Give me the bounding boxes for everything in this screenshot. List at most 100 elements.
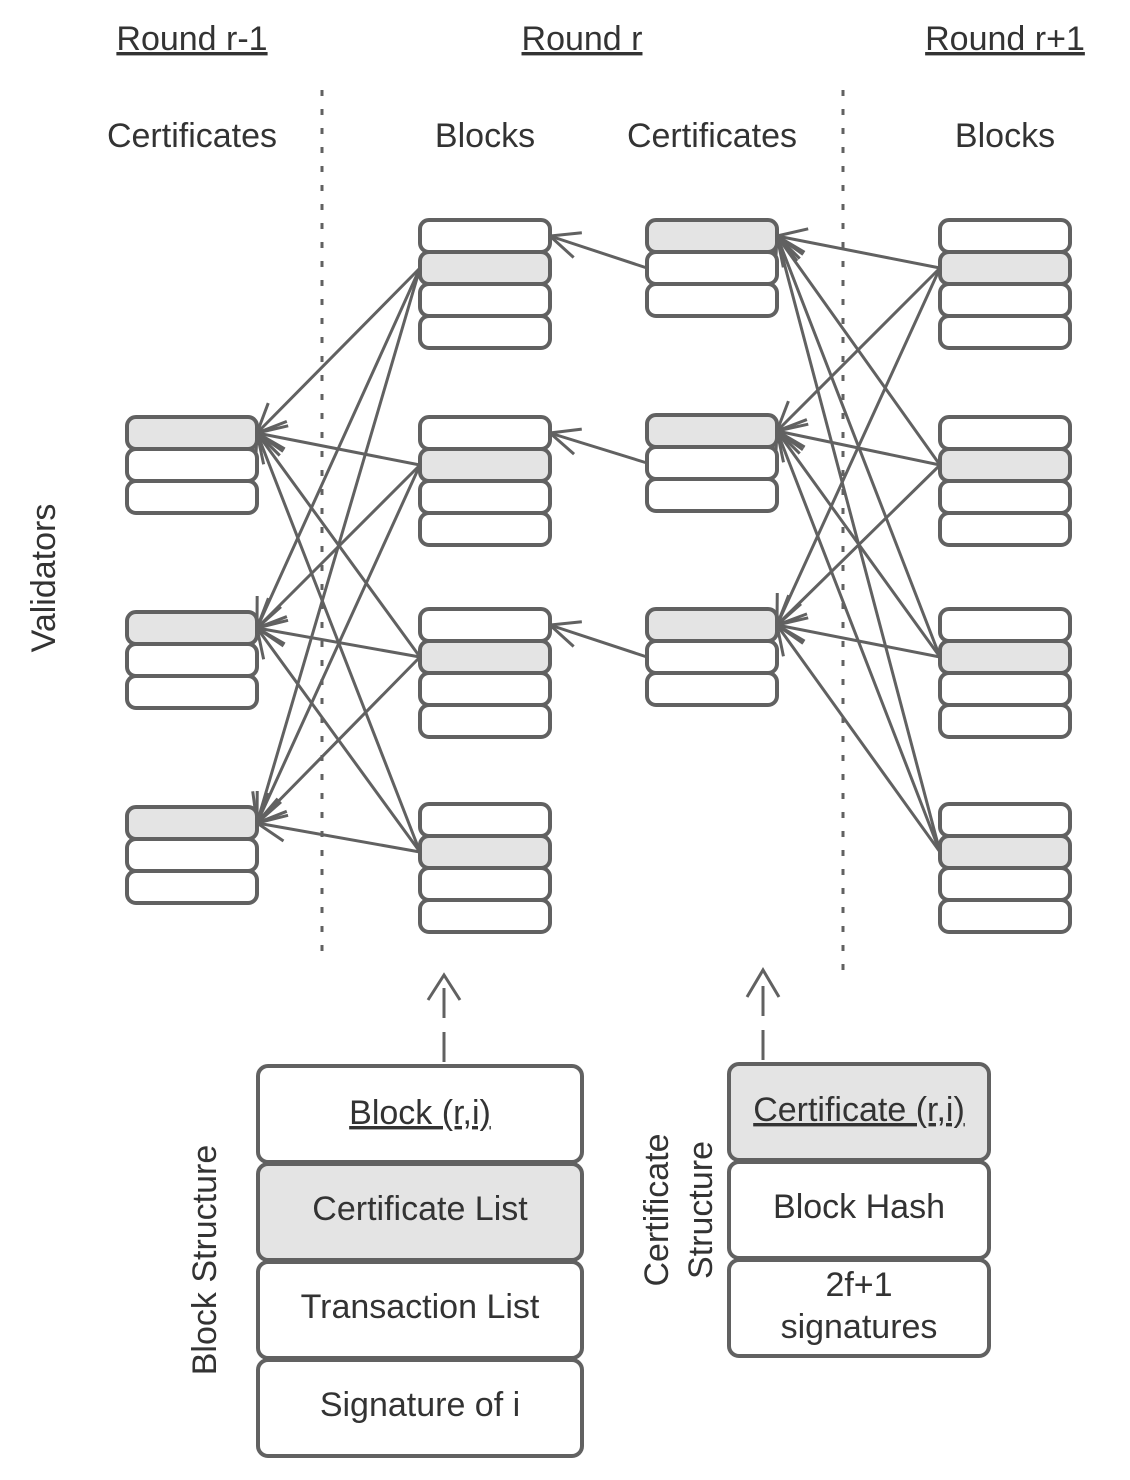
node-row (938, 607, 1072, 643)
node-row (938, 415, 1072, 451)
cur-blocks-node (418, 607, 552, 739)
block-row-signature (256, 1358, 584, 1458)
cur-blocks-node (418, 415, 552, 547)
block-structure-label: Block Structure (186, 1145, 224, 1376)
cert-row-signatures-line1: 2f+1 (825, 1266, 892, 1304)
cur-certificates-node (645, 607, 779, 707)
cur-blocks-node (418, 218, 552, 350)
node-row (418, 218, 552, 254)
node-highlight-row (418, 834, 552, 870)
node-row (645, 282, 779, 318)
cur-certificates-title: Certificates (627, 117, 797, 155)
node-row (418, 866, 552, 902)
node-row (938, 703, 1072, 739)
node-row (938, 314, 1072, 350)
cert-row-signatures-line2: signatures (781, 1308, 938, 1346)
node-highlight-row (125, 805, 259, 841)
edge-block-to-prev-certificate (255, 266, 422, 435)
node-highlight-row (938, 834, 1072, 870)
node-highlight-row (418, 639, 552, 675)
node-row (418, 671, 552, 707)
node-row (938, 218, 1072, 254)
nodes-layer (125, 218, 1072, 934)
prev-certificates-title: Certificates (107, 117, 277, 155)
node-row (938, 511, 1072, 547)
round-next-header: Round r+1 (925, 20, 1085, 58)
certificate-structure-label-line1: Certificate (638, 1133, 676, 1286)
next-blocks-node (938, 218, 1072, 350)
edges-layer (251, 227, 942, 854)
next-blocks-node (938, 415, 1072, 547)
node-row (938, 802, 1072, 838)
certificate-structure-label-line2: Structure (682, 1141, 720, 1279)
node-row (418, 802, 552, 838)
node-highlight-row (418, 250, 552, 286)
node-row (125, 447, 259, 483)
node-highlight-row (938, 639, 1072, 675)
node-row (125, 479, 259, 515)
node-row (418, 479, 552, 515)
node-row (418, 415, 552, 451)
prev-certificates-node (125, 415, 259, 515)
node-highlight-row (645, 607, 779, 643)
node-row (938, 866, 1072, 902)
node-row (645, 445, 779, 481)
edge-next-block-to-certificate (775, 235, 942, 466)
node-row (645, 250, 779, 286)
node-row (938, 479, 1072, 515)
node-row (418, 511, 552, 547)
next-blocks-node (938, 607, 1072, 739)
node-row (125, 869, 259, 905)
node-row (125, 674, 259, 710)
block-row-signature-text: Signature of i (320, 1386, 520, 1424)
cert-row-signatures (727, 1258, 991, 1358)
node-row (125, 642, 259, 678)
edge-block-to-prev-certificate (255, 432, 422, 658)
prev-certificates-node (125, 805, 259, 905)
cert-row-block-hash-text: Block Hash (773, 1188, 945, 1226)
edge-next-block-to-certificate (775, 235, 942, 658)
node-row (418, 314, 552, 350)
block-row-transaction-list-text: Transaction List (301, 1288, 540, 1326)
node-highlight-row (125, 610, 259, 646)
block-row-header-text: Block (r,i) (349, 1094, 491, 1132)
cur-certificates-node (645, 218, 779, 318)
edge-next-block-to-certificate (775, 430, 942, 853)
node-row (418, 703, 552, 739)
certificate-structure: Certificate (r,i) Block Hash 2f+1 signat… (727, 1062, 991, 1358)
node-row (938, 898, 1072, 934)
validators-label: Validators (25, 504, 63, 653)
cert-row-header-text: Certificate (r,i) (753, 1091, 965, 1129)
edge-block-to-prev-certificate (255, 432, 422, 853)
edge-block-to-prev-certificate (256, 821, 421, 854)
block-row-certificate-list-text: Certificate List (312, 1190, 528, 1228)
round-prev-header: Round r-1 (116, 20, 267, 58)
node-row (125, 837, 259, 873)
certificate-link-arrowhead-icon (745, 967, 781, 998)
node-highlight-row (125, 415, 259, 451)
edge-certificate-to-block (549, 623, 648, 659)
node-row (645, 477, 779, 513)
cur-blocks-title: Blocks (435, 117, 535, 155)
node-row (938, 671, 1072, 707)
edge-block-to-prev-certificate (255, 627, 422, 853)
node-row (645, 671, 779, 707)
node-row (418, 282, 552, 318)
block-structure: Block (r,i) Certificate List Transaction… (256, 1064, 584, 1458)
node-row (418, 607, 552, 643)
node-highlight-row (418, 447, 552, 483)
node-row (938, 282, 1072, 318)
edge-certificate-to-block (549, 431, 648, 465)
node-highlight-row (938, 447, 1072, 483)
edge-certificate-to-block (549, 234, 648, 270)
round-cur-header: Round r (522, 20, 643, 58)
edge-next-block-to-certificate (775, 235, 942, 853)
cur-blocks-node (418, 802, 552, 934)
block-link-arrowhead-icon (426, 972, 462, 1001)
edge-next-block-to-certificate (775, 624, 942, 853)
node-row (418, 898, 552, 934)
edge-block-to-prev-certificate (256, 431, 421, 467)
node-highlight-row (645, 218, 779, 254)
next-blocks-node (938, 802, 1072, 934)
